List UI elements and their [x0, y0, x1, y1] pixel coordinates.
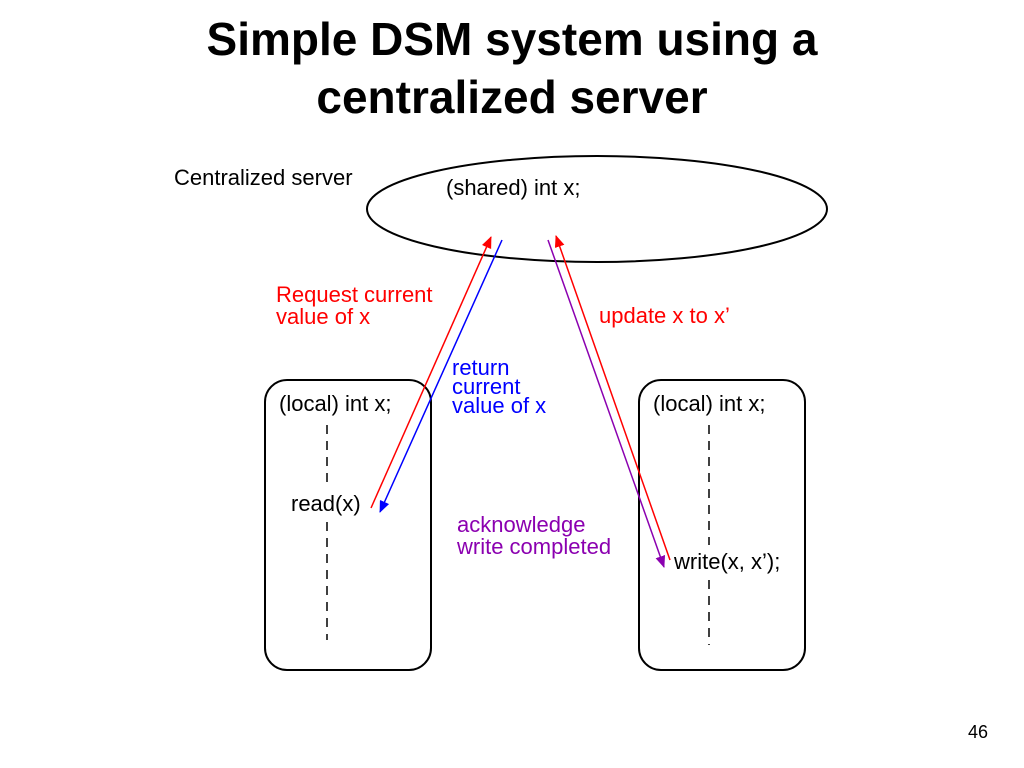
update-arrow [554, 235, 671, 561]
server-label: Centralized server [174, 165, 353, 190]
return-arrow [379, 239, 503, 513]
ack-arrow [547, 239, 666, 568]
left-node-read-op: read(x) [291, 491, 361, 516]
ack-label-line-1: acknowledge [457, 512, 585, 537]
request-arrow [370, 236, 492, 509]
request-label-line-2: value of x [276, 304, 370, 329]
request-label-line-1: Request current [276, 282, 433, 307]
slide-title-line-1: Simple DSM system using a [206, 13, 818, 65]
page-number: 46 [967, 722, 988, 742]
left-node-box [264, 379, 432, 671]
return-label-line-2: current [452, 374, 520, 399]
left-node-local-var: (local) int x; [279, 391, 391, 416]
return-label-line-3: value of x [452, 393, 546, 418]
update-label-line-1: update x to x’ [599, 303, 730, 328]
update-message-label: update x to x’ [599, 303, 730, 328]
right-node-write-op: write(x, x’); [673, 549, 780, 574]
request-message-label: Request current value of x [276, 282, 439, 329]
right-node-local-var: (local) int x; [653, 391, 765, 416]
slide-title: Simple DSM system using a centralized se… [0, 10, 1024, 126]
ack-label-line-2: write completed [456, 534, 611, 559]
ack-message-label: acknowledge write completed [456, 512, 611, 559]
server-shared-var: (shared) int x; [446, 175, 581, 200]
return-label-line-1: return [452, 355, 509, 380]
right-node-box [638, 379, 806, 671]
return-message-label: return current value of x [452, 355, 546, 418]
server-ellipse [366, 155, 828, 263]
slide-title-line-2: centralized server [316, 71, 708, 123]
